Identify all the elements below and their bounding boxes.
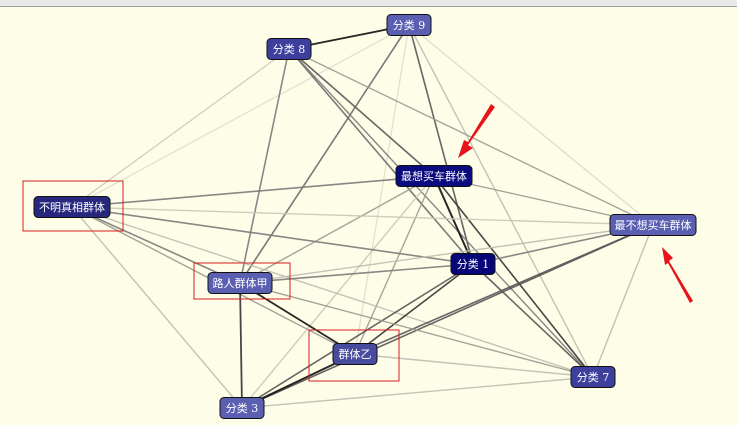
edge-c9-least (408, 24, 654, 226)
node-c7[interactable]: 分类 7 (570, 366, 616, 388)
node-label-c7: 分类 7 (577, 370, 610, 384)
highlight-box-unk (22, 180, 124, 232)
edge-c1-gb (354, 263, 474, 355)
edge-pa-c7 (239, 282, 594, 378)
edge-c1-pa (239, 263, 474, 284)
arrow-layer (458, 104, 693, 303)
edge-unk-pa (71, 206, 241, 284)
node-box-pa[interactable] (207, 272, 273, 294)
edge-pa-c3 (239, 282, 243, 409)
edge-c3-c7 (241, 376, 594, 409)
node-c1[interactable]: 分类 1 (450, 253, 496, 275)
node-box-c1[interactable] (450, 253, 496, 275)
node-box-most[interactable] (395, 165, 473, 187)
node-label-least: 最不想买车群体 (615, 218, 692, 232)
node-label-c8: 分类 8 (273, 42, 306, 56)
edge-most-c1 (433, 175, 474, 265)
edge-c9-c7 (408, 24, 594, 378)
node-label-pa: 路人群体甲 (213, 276, 268, 290)
edge-most-gb (354, 175, 435, 355)
node-label-c9: 分类 9 (393, 18, 426, 32)
node-unk[interactable]: 不明真相群体 (33, 196, 111, 218)
highlight-box-layer (22, 180, 400, 382)
edge-c9-unk (71, 24, 410, 208)
node-most[interactable]: 最想买车群体 (395, 165, 473, 187)
node-gb[interactable]: 群体乙 (332, 343, 378, 365)
node-box-c7[interactable] (570, 366, 616, 388)
node-box-gb[interactable] (332, 343, 378, 365)
node-box-unk[interactable] (33, 196, 111, 218)
edge-c8-pa (239, 48, 290, 284)
node-box-c8[interactable] (266, 38, 312, 60)
edge-unk-c1 (71, 206, 474, 265)
edge-most-c3 (241, 175, 435, 409)
edge-unk-c3 (71, 206, 243, 409)
edge-c1-c3 (241, 263, 474, 409)
node-box-least[interactable] (609, 214, 697, 236)
edge-least-c3 (241, 224, 654, 409)
red-arrow-right (662, 247, 693, 303)
node-label-most: 最想买车群体 (401, 169, 467, 183)
node-least[interactable]: 最不想买车群体 (609, 214, 697, 236)
edge-gb-c7 (354, 353, 594, 378)
node-c9[interactable]: 分类 9 (386, 14, 432, 36)
node-c3[interactable]: 分类 3 (219, 397, 265, 419)
highlight-box-gb (308, 329, 400, 382)
edge-unk-least (71, 206, 654, 226)
edge-c8-least (288, 48, 654, 226)
edge-most-unk (71, 175, 435, 208)
highlight-box-pa (193, 262, 291, 300)
node-box-c3[interactable] (219, 397, 265, 419)
node-label-c3: 分类 3 (226, 401, 259, 415)
edge-most-pa (239, 175, 435, 284)
edge-c1-c7 (472, 263, 594, 378)
node-box-c9[interactable] (386, 14, 432, 36)
edge-c9-c1 (408, 24, 474, 265)
node-label-unk: 不明真相群体 (39, 200, 105, 214)
node-c8[interactable]: 分类 8 (266, 38, 312, 60)
edge-c8-c7 (288, 48, 594, 378)
edge-least-c7 (592, 224, 654, 378)
edge-pa-gb (239, 282, 356, 355)
node-label-c1: 分类 1 (457, 257, 490, 271)
edge-unk-c7 (71, 206, 594, 378)
window-top-bar (0, 0, 737, 7)
edge-most-c7 (433, 175, 594, 378)
edge-c8-most (288, 48, 435, 177)
edge-c9-gb (354, 24, 410, 355)
node-pa[interactable]: 路人群体甲 (207, 272, 273, 294)
red-arrow-top (458, 104, 495, 158)
edge-c9-pa (239, 24, 410, 284)
edge-least-pa (239, 224, 654, 284)
edge-c8-unk (71, 48, 290, 208)
node-label-gb: 群体乙 (339, 347, 372, 361)
edge-c8-c1 (288, 48, 474, 265)
